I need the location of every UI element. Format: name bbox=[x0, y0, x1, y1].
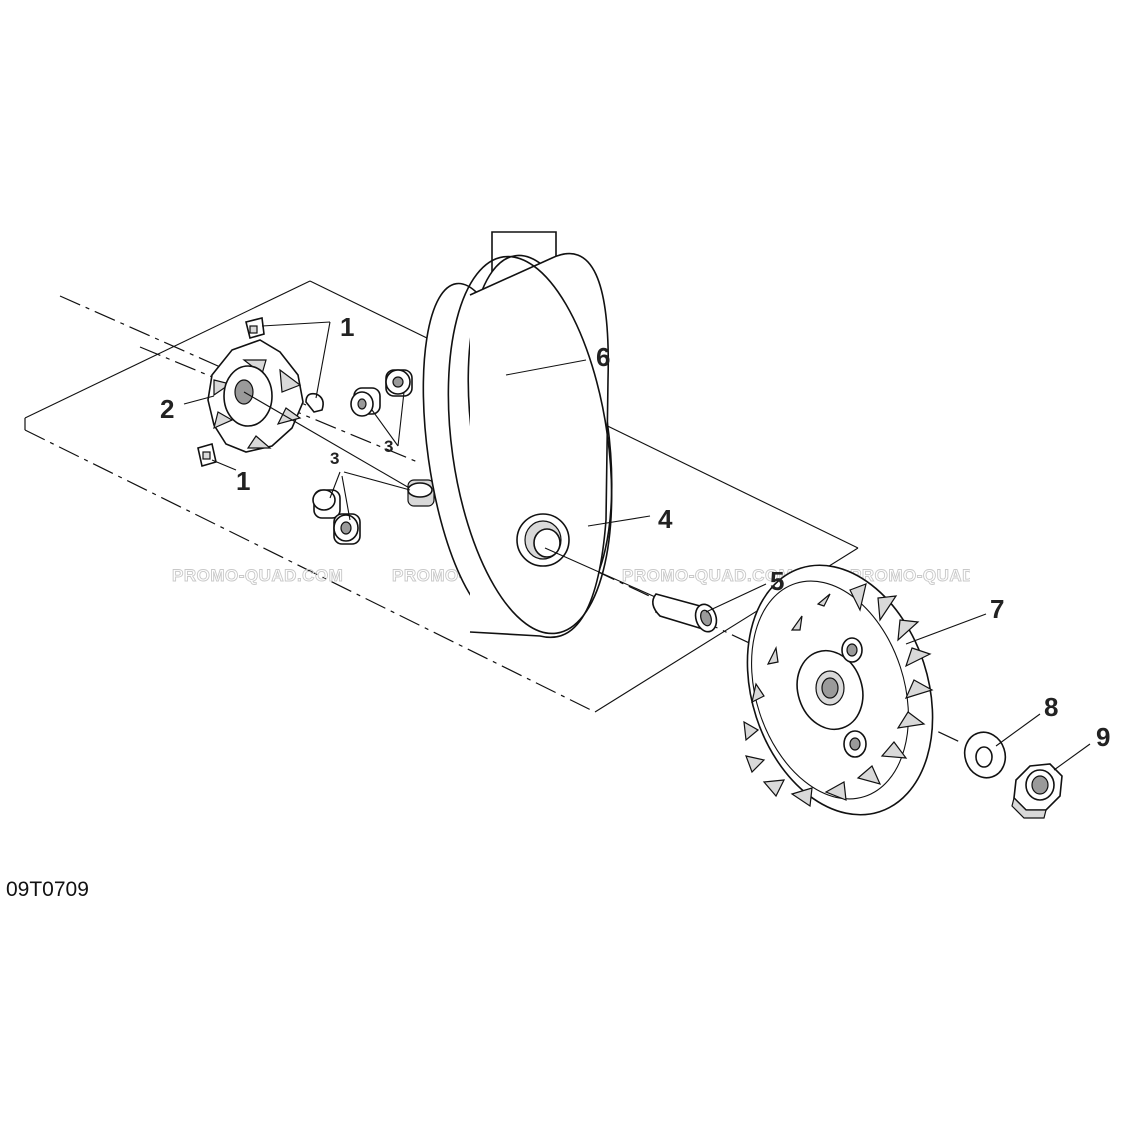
fan-blades bbox=[743, 583, 934, 808]
callout-3-lower: 3 bbox=[330, 449, 339, 468]
diagram-code: 09T0709 bbox=[6, 878, 89, 901]
callout-7: 7 bbox=[990, 594, 1004, 624]
callout-3-upper: 3 bbox=[384, 437, 393, 456]
slider-piece-bottom bbox=[197, 442, 217, 468]
callout-2: 2 bbox=[160, 394, 174, 424]
slider-piece-right bbox=[305, 392, 324, 413]
fan-drive-face-part bbox=[743, 564, 934, 816]
callout-1-bottom: 1 bbox=[236, 466, 250, 496]
kit-outline-box bbox=[24, 280, 859, 713]
washer-part bbox=[963, 731, 1007, 779]
nut-part bbox=[1011, 763, 1063, 819]
variator-pulley-part bbox=[422, 231, 663, 639]
callout-6: 6 bbox=[596, 342, 610, 372]
watermark-1: PROMO-QUAD.COM bbox=[172, 566, 343, 585]
watermark-3: PROMO-QUAD.COM bbox=[622, 566, 793, 585]
bushing-part bbox=[652, 593, 718, 633]
callout-8: 8 bbox=[1044, 692, 1058, 722]
slider-piece-top bbox=[245, 317, 265, 339]
roller-weight-4 bbox=[407, 479, 435, 507]
roller-weight-1 bbox=[385, 369, 413, 397]
callout-5: 5 bbox=[770, 566, 784, 596]
callout-4: 4 bbox=[658, 504, 673, 534]
callouts: 1 1 2 3 3 4 5 6 7 8 9 bbox=[160, 312, 1110, 752]
callout-9: 9 bbox=[1096, 722, 1110, 752]
roller-weight-6 bbox=[333, 513, 361, 545]
ramp-plate-part bbox=[207, 339, 431, 501]
roller-weight-2 bbox=[350, 387, 381, 417]
leader-lines bbox=[183, 321, 1091, 771]
roller-weight-5 bbox=[312, 489, 341, 519]
callout-1-top: 1 bbox=[340, 312, 354, 342]
